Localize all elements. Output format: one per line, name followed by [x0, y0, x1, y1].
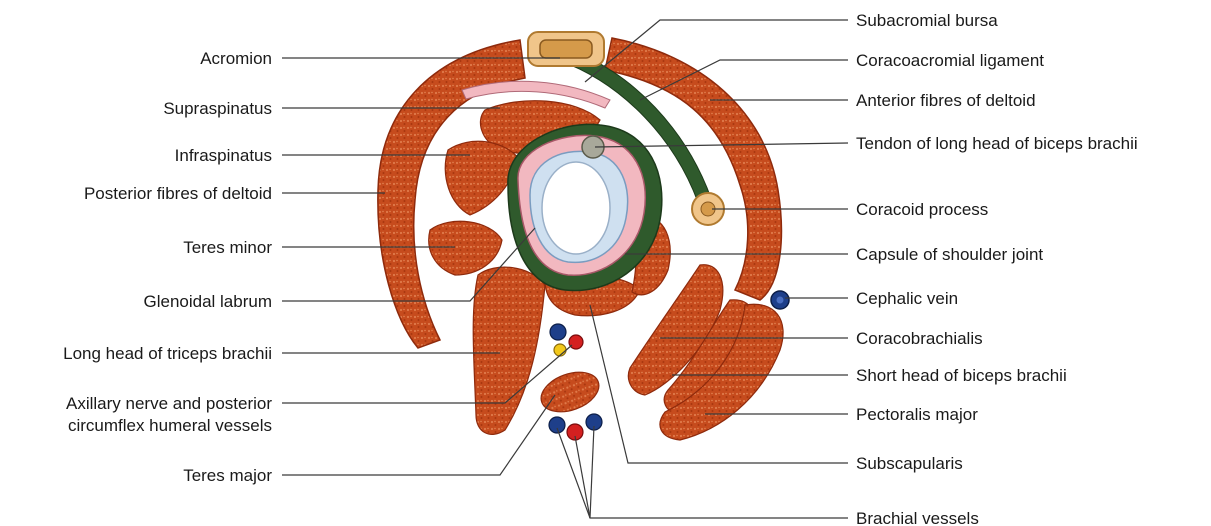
label-long-head-triceps: Long head of triceps brachii [63, 344, 272, 363]
axillary-nerve [554, 344, 566, 356]
triceps-long-head-muscle [473, 267, 545, 434]
label-teres-minor: Teres minor [183, 238, 272, 257]
label-axillary-nerve-line2: circumflex humeral vessels [68, 416, 272, 435]
label-teres-major: Teres major [183, 466, 272, 485]
label-cephalic-vein: Cephalic vein [856, 289, 958, 308]
cephalic-vein-lumen [777, 297, 784, 304]
label-tendon-biceps: Tendon of long head of biceps brachii [856, 134, 1138, 153]
label-coracobrachialis: Coracobrachialis [856, 329, 983, 348]
label-coracoacromial-ligament: Coracoacromial ligament [856, 51, 1044, 70]
pchv-vein [550, 324, 566, 340]
label-anterior-deltoid: Anterior fibres of deltoid [856, 91, 1036, 110]
brachial-vein-1 [549, 417, 565, 433]
label-subscapularis: Subscapularis [856, 454, 963, 473]
joint-cavity [542, 162, 610, 254]
label-axillary-nerve-line1: Axillary nerve and posterior [66, 394, 272, 413]
label-capsule: Capsule of shoulder joint [856, 245, 1043, 264]
label-pectoralis-major: Pectoralis major [856, 405, 978, 424]
subacromial-bursa-inner [540, 40, 592, 58]
label-infraspinatus: Infraspinatus [175, 146, 272, 165]
teres-minor-muscle [429, 221, 502, 275]
label-posterior-deltoid: Posterior fibres of deltoid [84, 184, 272, 203]
label-supraspinatus: Supraspinatus [163, 99, 272, 118]
label-glenoidal-labrum: Glenoidal labrum [143, 292, 272, 311]
label-brachial-vessels: Brachial vessels [856, 509, 979, 526]
pchv-artery [569, 335, 583, 349]
label-short-head-biceps: Short head of biceps brachii [856, 366, 1067, 385]
label-coracoid-process: Coracoid process [856, 200, 988, 219]
label-acromion: Acromion [200, 49, 272, 68]
label-subacromial-bursa: Subacromial bursa [856, 11, 998, 30]
teres-major-muscle [536, 365, 605, 419]
